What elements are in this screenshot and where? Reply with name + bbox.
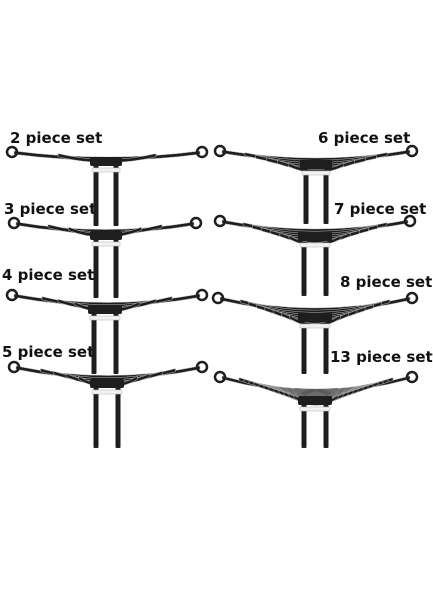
label-7-piece-set: 7 piece set (334, 200, 427, 218)
clamp-plate (89, 315, 121, 321)
center-clamp (300, 160, 332, 169)
spring-eye (195, 360, 209, 374)
clamp-plate (299, 242, 331, 248)
u-bolt (93, 160, 99, 226)
spring-eye (405, 144, 419, 158)
clamp-plate (301, 170, 331, 176)
center-clamp (298, 396, 332, 405)
u-bolt (303, 160, 309, 224)
spring-eye (5, 145, 19, 159)
spring-eye (213, 144, 227, 158)
leaf (13, 150, 201, 161)
clamp-plate (299, 406, 331, 412)
spring-eye (405, 291, 419, 305)
leaf-springs-illustration (5, 144, 419, 448)
label-5-piece-set: 5 piece set (2, 343, 95, 361)
u-bolt (301, 232, 307, 296)
u-bolt (113, 160, 119, 226)
u-bolt (323, 232, 329, 296)
spring-eye (213, 370, 227, 384)
u-bolt (93, 382, 99, 448)
center-clamp (90, 231, 122, 240)
spring-eye (195, 288, 209, 302)
spring-eye (189, 216, 203, 230)
spring-eye (7, 360, 21, 374)
label-3-piece-set: 3 piece set (4, 200, 97, 218)
label-2-piece-set: 2 piece set (10, 129, 103, 147)
clamp-plate (299, 323, 331, 329)
label-4-piece-set: 4 piece set (2, 266, 95, 284)
u-bolt (113, 304, 119, 374)
u-bolt (91, 304, 97, 374)
spring-eye (211, 291, 225, 305)
u-bolt (113, 234, 119, 298)
spring-eye (405, 370, 419, 384)
spring-eye (403, 214, 417, 228)
center-clamp (298, 232, 332, 241)
u-bolt (93, 234, 99, 298)
label-6-piece-set: 6 piece set (318, 129, 411, 147)
spring-eye (5, 288, 19, 302)
clamp-plate (91, 241, 121, 247)
clamp-plate (91, 389, 123, 395)
spring-eye (195, 145, 209, 159)
center-clamp (90, 379, 124, 388)
center-clamp (298, 313, 332, 322)
u-bolt (115, 382, 121, 448)
center-clamp (88, 305, 122, 314)
spring-eye (7, 216, 21, 230)
label-13-piece-set: 13 piece set (330, 348, 433, 366)
spring-eye (213, 214, 227, 228)
clamp-plate (91, 167, 121, 173)
center-clamp (90, 157, 122, 166)
u-bolt (323, 160, 329, 224)
label-8-piece-set: 8 piece set (340, 273, 433, 291)
